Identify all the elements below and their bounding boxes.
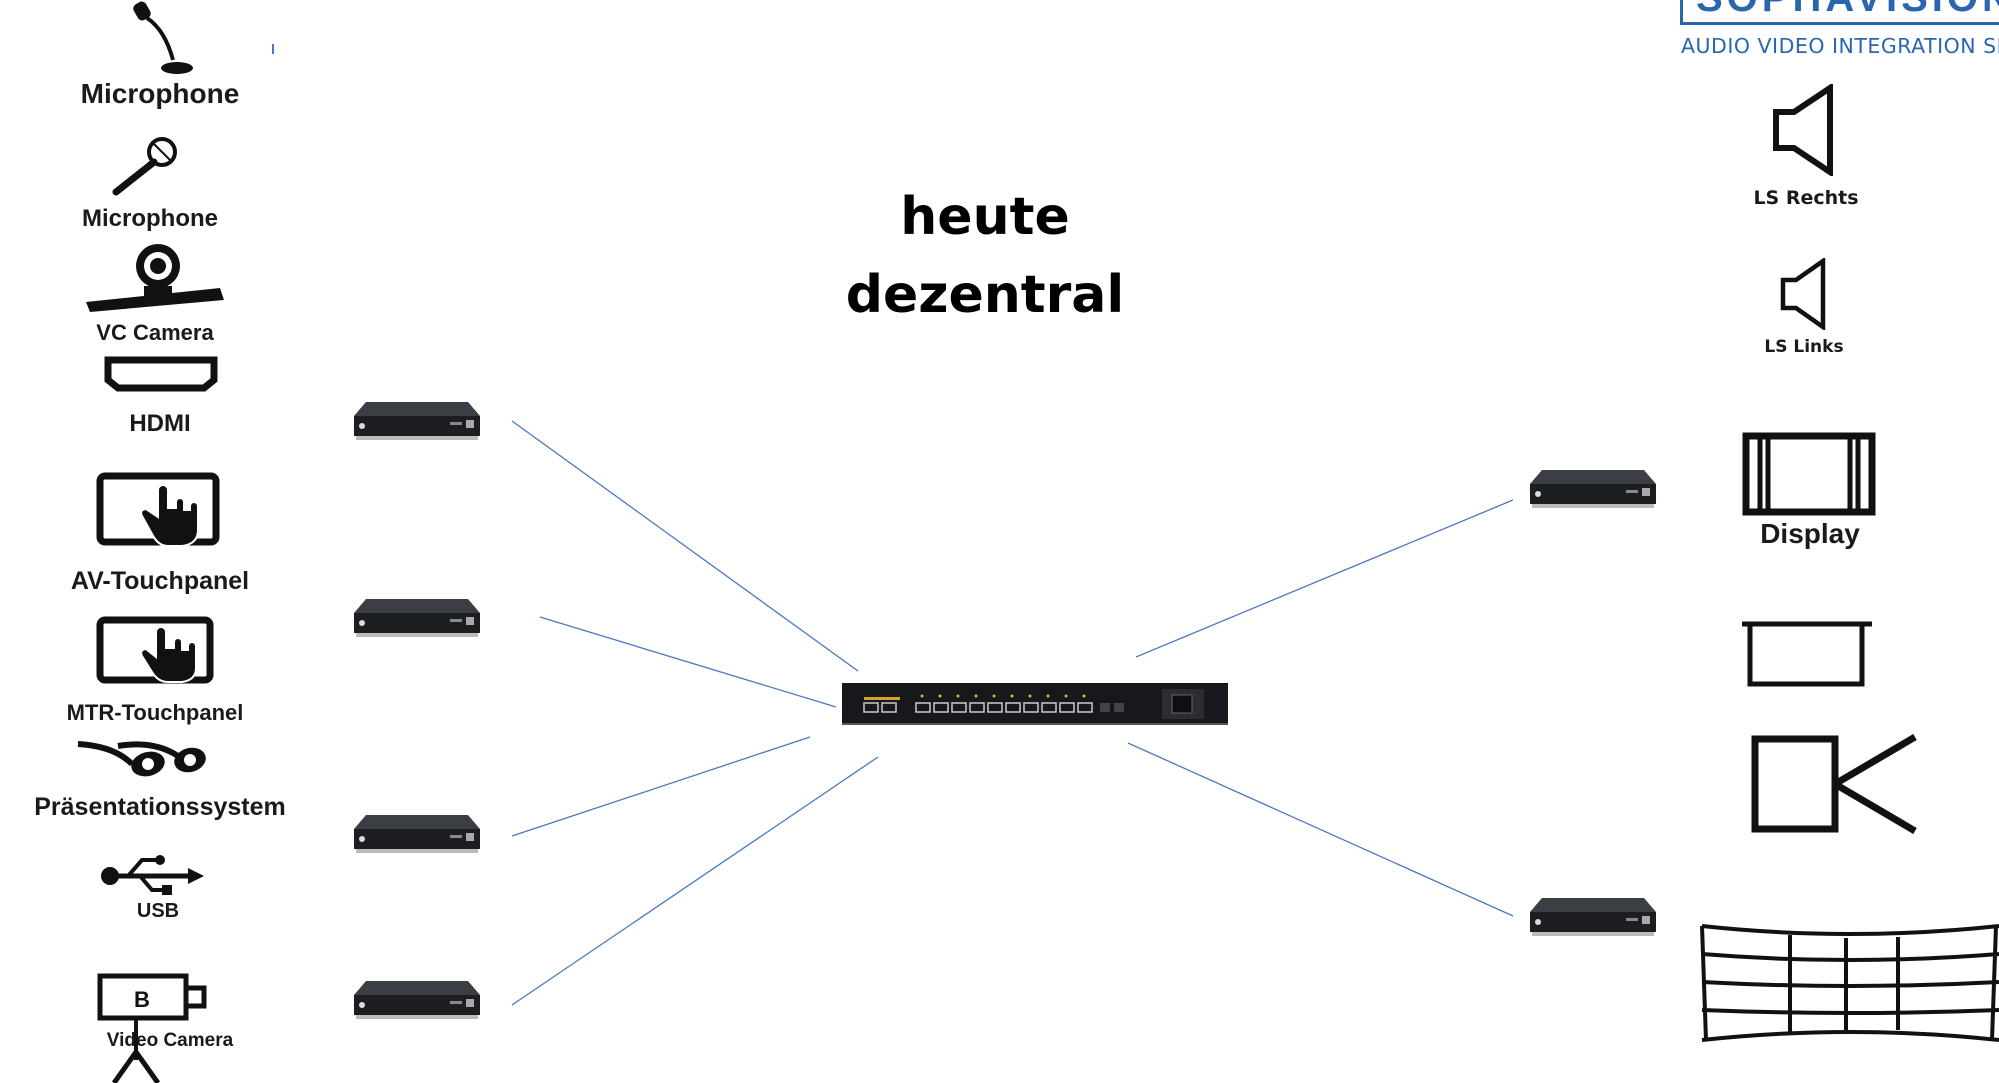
device-label: AV-Touchpanel: [70, 567, 250, 595]
presentation-dongle-icon: [77, 741, 206, 777]
projection-screen-icon: [1742, 621, 1872, 687]
encoder-box-icon: [354, 402, 480, 440]
vc-camera-icon: [86, 244, 224, 312]
device-label: Microphone: [82, 205, 218, 232]
connection-line: [1127, 742, 1514, 917]
device-label: Präsentationssystem: [34, 793, 286, 821]
encoder-box-icon: [354, 599, 480, 637]
encoder-box-icon: [354, 981, 480, 1019]
handheld-microphone-icon: [112, 137, 177, 196]
display-icon: [1742, 432, 1876, 516]
device-label: MTR-Touchpanel: [66, 700, 244, 725]
gooseneck-microphone-icon: [133, 1, 193, 74]
video-camera-icon: B: [97, 973, 207, 1083]
network-switch-icon: [842, 683, 1228, 725]
svg-text:B: B: [134, 987, 150, 1012]
title-line-2: dezentral: [845, 265, 1125, 325]
speaker-icon: [1780, 258, 1826, 330]
connection-line: [539, 616, 837, 708]
device-label: LS Rechts: [1753, 187, 1859, 209]
speaker-icon: [1773, 84, 1833, 176]
decoder-box-icon: [1530, 470, 1656, 508]
title-line-1: heute: [900, 187, 1070, 247]
device-label: HDMI: [129, 410, 191, 437]
brand-logo-frame: [1680, 0, 1999, 25]
touchpanel-icon: [96, 472, 220, 547]
device-label: LS Links: [1764, 337, 1844, 357]
device-label: USB: [136, 900, 180, 922]
device-label: VC Camera: [96, 320, 214, 345]
usb-icon: [101, 855, 204, 895]
video-wall-icon: [1700, 924, 1999, 1042]
connection-line: [511, 420, 859, 672]
encoder-box-icon: [354, 815, 480, 853]
touchpanel-icon: [96, 616, 214, 684]
device-label: Display: [1760, 518, 1860, 549]
connection-line: [511, 756, 879, 1006]
brand-logo: SOPHAVISION: [1696, 0, 1999, 21]
decoder-box-icon: [1530, 898, 1656, 936]
divider-mark: [272, 44, 274, 54]
brand-tagline: AUDIO VIDEO INTEGRATION SERVICES: [1681, 34, 1999, 58]
hdmi-icon: [104, 356, 218, 392]
projector-camera-icon: [1751, 734, 1917, 834]
device-label: Video Camera: [106, 1030, 234, 1051]
connection-line: [511, 736, 811, 837]
connection-line: [1135, 499, 1514, 658]
diagram-title: heute dezentral: [840, 178, 1130, 334]
device-label: Microphone: [80, 78, 240, 109]
